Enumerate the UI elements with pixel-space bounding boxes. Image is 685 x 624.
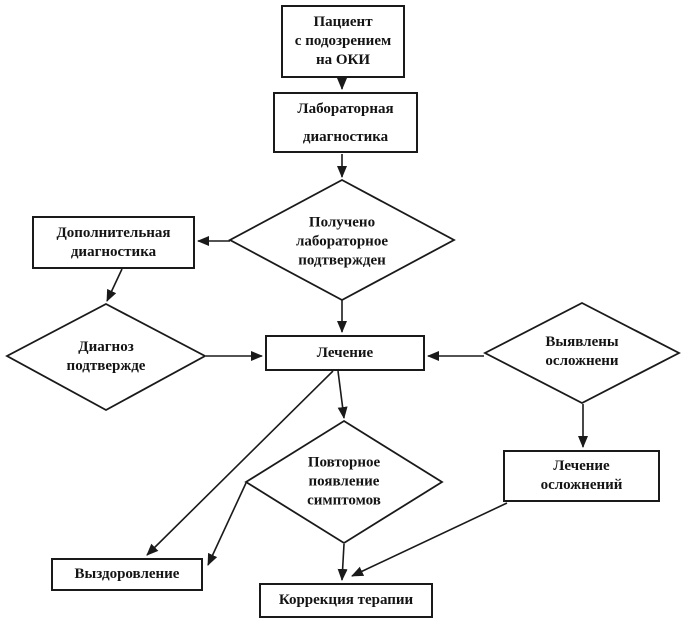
- arrow-recurrence-to-recovery: [207, 482, 247, 566]
- label-symptoms-recurrence: Повторное появление симптомов: [307, 454, 381, 509]
- arrow-complications-treatment-to-correction: [351, 502, 508, 577]
- node-treatment: Лечение: [265, 335, 425, 371]
- node-additional-diagnostics: Дополнительная диагностика: [32, 216, 195, 269]
- node-complications-treatment: Лечение осложнений: [503, 450, 660, 502]
- arrow-recurrence-to-correction: [337, 543, 348, 581]
- label-lab-confirmation: Получено лабораторное подтвержден: [296, 214, 388, 269]
- node-patient: Пациент с подозрением на ОКИ: [281, 5, 405, 78]
- label-diagnosis-confirmed: Диагноз подтвержде: [66, 339, 146, 374]
- node-therapy-correction: Коррекция терапии: [259, 583, 433, 618]
- arrow-treatment-to-recurrence: [337, 370, 348, 419]
- decision-diamond-diagnosis-confirmed: [5, 302, 207, 412]
- arrow-additional-to-diagnosis: [106, 268, 123, 302]
- node-lab-diagnostics: Лабораторная диагностика: [273, 92, 418, 153]
- decision-diamond-complications-detected: [483, 301, 681, 405]
- decision-diamond-symptoms-recurrence: [244, 419, 444, 545]
- arrow-treatment-to-recovery: [146, 370, 334, 556]
- label-complications-detected: Выявлены осложнени: [545, 334, 619, 369]
- node-recovery: Выздоровление: [51, 558, 203, 591]
